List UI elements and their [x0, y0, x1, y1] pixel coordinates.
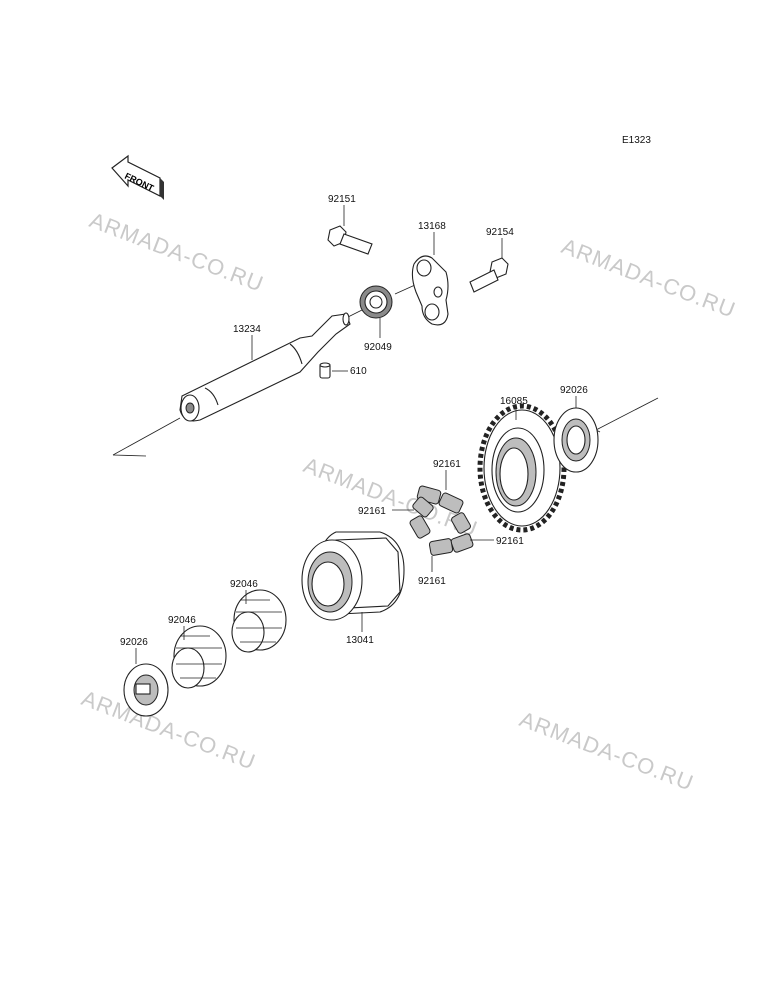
bolt-92151	[327, 225, 373, 255]
label-washer-top: 92026	[560, 385, 588, 396]
pin-610	[319, 362, 331, 379]
oil-seal-92049	[359, 285, 393, 319]
label-hub: 13041	[346, 635, 374, 646]
label-shaft: 13234	[233, 324, 261, 335]
dampers-92161	[409, 485, 474, 556]
diagram-code: E1323	[622, 135, 651, 146]
label-washer-bottom: 92026	[120, 637, 148, 648]
bracket-13168	[411, 255, 449, 326]
watermark-5: ARMADA-CO.RU	[516, 706, 697, 795]
bolt-92154	[469, 257, 509, 293]
watermark-1: ARMADA-CO.RU	[86, 207, 267, 296]
label-bracket: 13168	[418, 221, 446, 232]
label-bearing-2: 92046	[230, 579, 258, 590]
label-damper-bottom: 92161	[418, 576, 446, 587]
label-bolt-1: 92151	[328, 194, 356, 205]
label-bolt-2: 92154	[486, 227, 514, 238]
label-pin: 610	[350, 366, 367, 377]
washer-92026-top	[553, 407, 599, 473]
washer-92026-bottom	[123, 663, 169, 717]
watermarks: ARMADA-CO.RU ARMADA-CO.RU ARMADA-CO.RU A…	[78, 207, 739, 795]
hub-13041	[301, 531, 405, 621]
bearing-92046-upper	[231, 589, 287, 653]
label-damper-top: 92161	[433, 459, 461, 470]
bearing-92046-lower	[171, 625, 227, 689]
watermark-4: ARMADA-CO.RU	[78, 685, 259, 774]
label-damper-right: 92161	[496, 536, 524, 547]
label-gear: 16085	[500, 396, 528, 407]
label-damper-left: 92161	[358, 506, 386, 517]
gear-16085	[477, 403, 567, 533]
watermark-2: ARMADA-CO.RU	[558, 233, 739, 322]
shaft-13234	[179, 312, 351, 422]
front-arrow-icon: FRONT	[111, 154, 164, 200]
label-oil-seal: 92049	[364, 342, 392, 353]
label-bearing-1: 92046	[168, 615, 196, 626]
